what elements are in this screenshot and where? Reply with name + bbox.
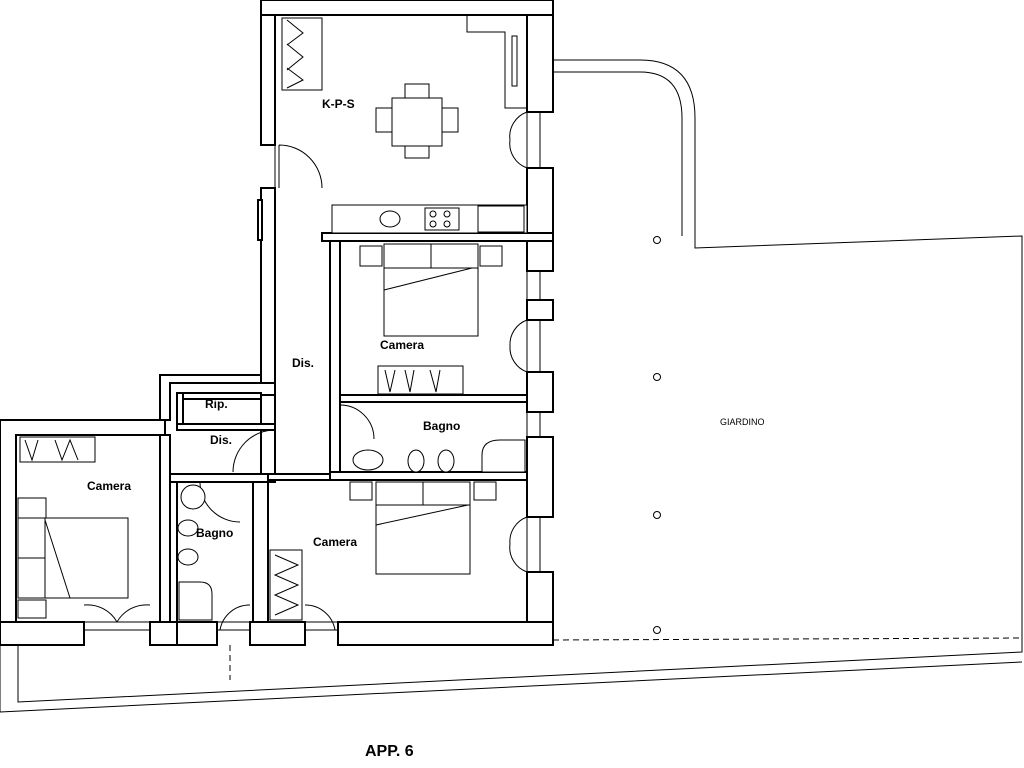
room-label-giardino: GIARDINO (720, 417, 765, 427)
washbasin (352, 449, 384, 471)
room-label-rip: Rip. (205, 397, 228, 411)
bidet (177, 548, 199, 566)
column-marker (653, 236, 661, 244)
room-label-bagno: Bagno (196, 526, 233, 540)
dining-table (391, 97, 443, 147)
room-label-dis: Dis. (292, 356, 314, 370)
room-label-camera: Camera (313, 535, 357, 549)
sink (477, 205, 525, 233)
room-label-dis: Dis. (210, 433, 232, 447)
wardrobe (377, 365, 464, 395)
furniture (17, 15, 528, 621)
column-marker (653, 626, 661, 634)
stove (424, 207, 460, 231)
sofa (281, 17, 323, 91)
toilet (407, 449, 425, 473)
room-label-kps: K-P-S (322, 97, 355, 111)
shower (481, 439, 526, 473)
walls (0, 0, 554, 646)
garden-columns (653, 236, 661, 634)
bidet (437, 449, 455, 473)
garden-outline (0, 59, 1023, 713)
washbasin (180, 484, 206, 510)
toilet (177, 519, 199, 537)
room-label-camera: Camera (380, 338, 424, 352)
shower (178, 581, 213, 621)
wardrobe (269, 549, 303, 621)
column-marker (653, 373, 661, 381)
doors-windows (83, 111, 541, 631)
plan-title: APP. 6 (365, 743, 414, 760)
column-marker (653, 511, 661, 519)
room-label-bagno: Bagno (423, 419, 460, 433)
room-label-camera: Camera (87, 479, 131, 493)
